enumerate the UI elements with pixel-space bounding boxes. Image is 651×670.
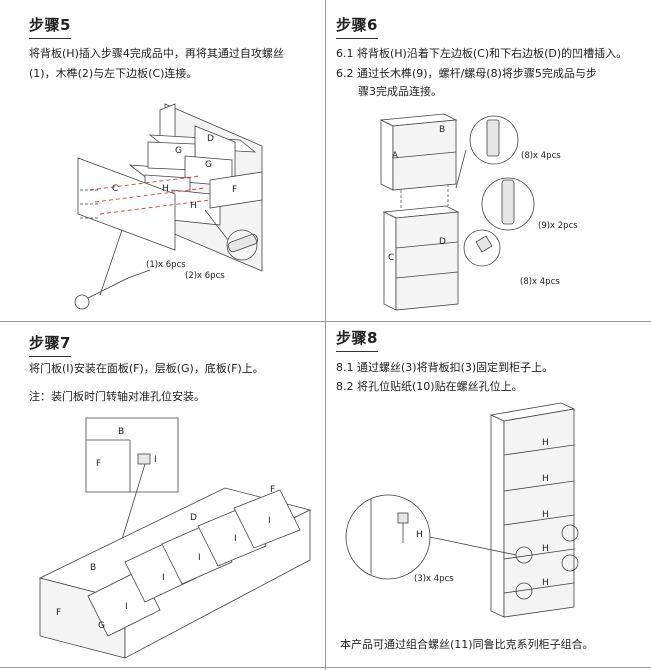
step8-title: 步骤8 [336,329,378,352]
step7-diagram: B F I D F B F G I I I I I [38,417,312,659]
step7-text-line1: 将门板(I)安装在面板(F)，层板(G)，底板(F)上。 [29,362,264,375]
callout-bolts-top: (8)x 4pcs [521,151,561,161]
panel-c [77,157,176,251]
horizontal-divider [0,321,651,322]
label-i1: I [125,602,128,612]
label-i5: I [268,516,271,526]
step8-footer: 本产品可通过组合螺丝(11)同鲁比克系列柜子组合。 [340,638,594,651]
label-h3: H [542,510,549,520]
label-i2: I [162,573,165,583]
step5-text-line2: (1)，木榫(2)与左下边板(C)连接。 [29,67,198,80]
label-h4: H [542,544,549,554]
panel-f [209,171,263,209]
step6-title: 步骤6 [336,16,378,39]
hinge-detail [85,417,179,493]
callout-screws: (1)x 6pcs [146,260,186,270]
label-f-right: F [270,485,275,495]
callout-dowels: (2)x 6pcs [185,271,225,281]
step5-diagram: C D G G H H F (1)x 6pcs (2)x 6pcs [74,103,263,310]
step6-diagram: A B C D (8)x 4pcs (9)x 2pcs (8)x 4pcs [379,113,578,311]
callout-dowels: (9)x 2pcs [538,221,578,231]
label-f: F [232,185,237,195]
label-h1: H [542,438,549,448]
label-b: B [439,125,445,135]
label-i4: I [234,534,237,544]
cabinet-side [490,414,505,618]
label-d: D [190,513,197,523]
label-c: C [388,253,394,263]
step8-text-line1: 8.1 通过螺丝(3)将背板扣(3)固定到柜子上。 [336,361,554,374]
step7-title: 步骤7 [29,334,71,357]
label-d: D [439,237,446,247]
step5-text-line1: 将背板(H)插入步骤4完成品中，再将其通过自攻螺丝 [29,47,284,60]
step8-diagram: H H H H H H (3)x 4pcs [345,402,579,618]
label-h1: H [162,184,169,194]
label-b: B [90,563,96,573]
label-g: G [98,621,105,631]
label-b-top: B [118,427,124,437]
step5-title: 步骤5 [29,16,71,39]
label-h5: H [542,578,549,588]
label-g1: G [175,146,182,156]
label-d: D [207,134,214,144]
label-h2: H [190,201,197,211]
label-g2: G [205,160,212,170]
step6-text-line1: 6.1 将背板(H)沿着下左边板(C)和下右边板(D)的凹槽插入。 [336,47,628,60]
door-i5 [233,489,301,549]
step8-text-line2: 8.2 将孔位贴纸(10)贴在螺丝孔位上。 [336,380,523,393]
label-f-top: F [96,459,101,469]
label-f: F [56,608,61,618]
bottom-divider [0,667,651,668]
label-h-detail: H [416,530,423,540]
step6-text-line2: 6.2 通过长木榫(9)，螺杆/螺母(8)将步骤5完成品与步 [336,67,597,80]
callout-bolts-bottom: (8)x 4pcs [520,277,560,287]
label-h2: H [542,474,549,484]
label-i-top: I [154,455,157,465]
callout-screws: (3)x 4pcs [414,574,454,584]
step6-text-line3: 骤3完成品连接。 [358,85,442,98]
cabinet-front [503,408,575,618]
step7-note: 注：装门板时门转轴对准孔位安装。 [29,390,205,403]
label-i3: I [198,553,201,563]
label-c: C [112,184,118,194]
vertical-divider [325,0,326,670]
label-a: A [392,151,399,161]
